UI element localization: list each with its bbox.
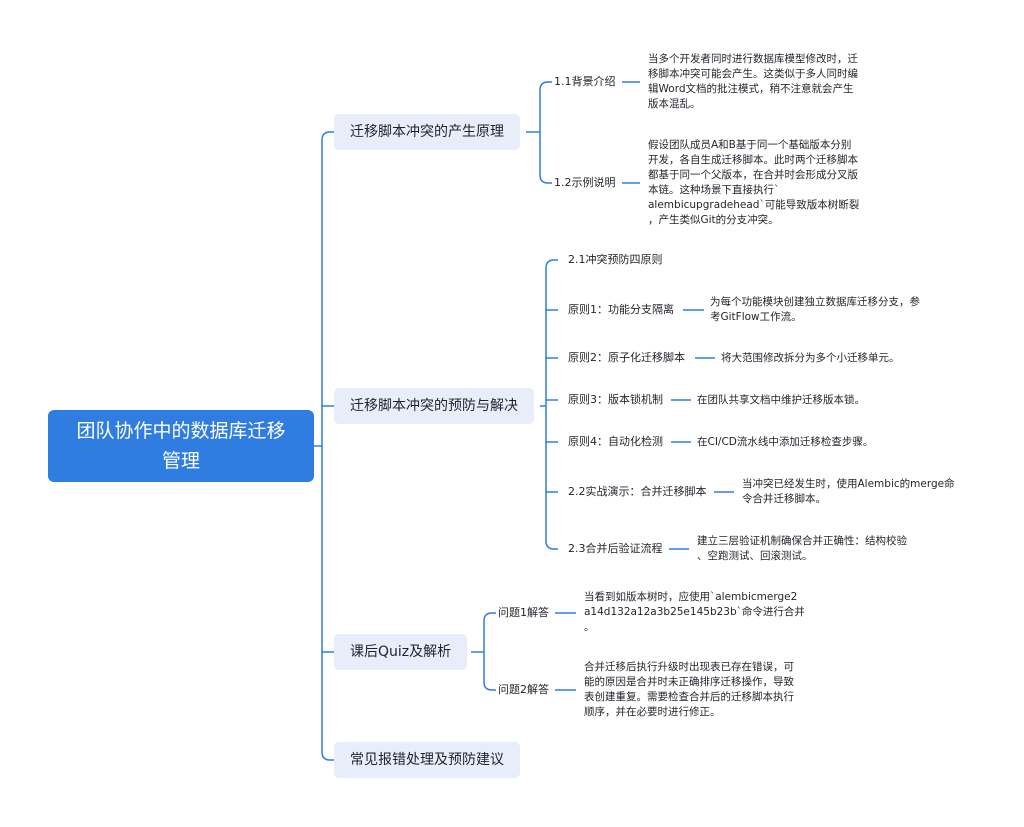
leaf-line: 合并迁移后执行升级时出现表已存在错误，可 <box>584 661 794 673</box>
leaf-line: 当看到如版本树时，应使用`alembicmerge2 <box>584 591 798 603</box>
leaf-line: 考GitFlow工作流。 <box>710 311 802 323</box>
subnode-principle-3[interactable]: 原则3：版本锁机制 <box>568 393 663 406</box>
branch-node-quiz[interactable]: 课后Quiz及解析 <box>334 634 468 670</box>
subnode-principle-4[interactable]: 原则4：自动化检测 <box>568 435 663 448</box>
subnode-question-1[interactable]: 问题1解答 <box>498 606 549 619</box>
leaf-line: 当多个开发者同时进行数据库模型修改时，迁 <box>648 53 858 65</box>
leaf-principle-2-detail: 将大范围修改拆分为多个小迁移单元。 <box>721 351 900 366</box>
leaf-principle-4-detail: 在CI/CD流水线中添加迁移检查步骤。 <box>697 435 873 450</box>
subnode-background-intro[interactable]: 1.1背景介绍 <box>554 75 616 88</box>
subnode-principle-2[interactable]: 原则2：原子化迁移脚本 <box>568 351 685 364</box>
subnode-principle-1[interactable]: 原则1：功能分支隔离 <box>568 303 674 316</box>
subnode-four-principles[interactable]: 2.1冲突预防四原则 <box>568 253 663 266</box>
subnode-example[interactable]: 1.2示例说明 <box>554 176 616 189</box>
leaf-line: 、空跑测试、回滚测试。 <box>697 550 813 562</box>
branch-node-common-errors[interactable]: 常见报错处理及预防建议 <box>334 742 520 778</box>
subnode-question-2[interactable]: 问题2解答 <box>498 683 549 696</box>
root-title-line2: 管理 <box>161 450 200 472</box>
leaf-principle-3-detail: 在团队共享文档中维护迁移版本锁。 <box>697 393 865 408</box>
leaf-line: 在CI/CD流水线中添加迁移检查步骤。 <box>697 436 874 448</box>
leaf-line: 将大范围修改拆分为多个小迁移单元。 <box>721 352 900 364</box>
leaf-example-detail: 假设团队成员A和B基于同一个基础版本分别 开发，各自生成迁移脚本。此时两个迁移脚… <box>648 138 859 228</box>
leaf-line: 当冲突已经发生时，使用Alembic的merge命 <box>742 478 955 490</box>
leaf-line: 辑Word文档的批注模式，稍不注意就会产生 <box>648 83 854 95</box>
branch-node-generation-principle[interactable]: 迁移脚本冲突的产生原理 <box>334 114 520 150</box>
root-title: 团队协作中的数据库迁移 管理 <box>76 416 285 476</box>
leaf-merge-demo-detail: 当冲突已经发生时，使用Alembic的merge命 令合并迁移脚本。 <box>742 477 955 507</box>
leaf-line: ，产生类似Git的分支冲突。 <box>648 214 779 226</box>
leaf-line: 建立三层验证机制确保合并正确性：结构校验 <box>697 535 907 547</box>
leaf-line: 都基于同一个父版本，在合并时会形成分叉版 <box>648 169 858 181</box>
root-node[interactable]: 团队协作中的数据库迁移 管理 <box>48 410 314 482</box>
leaf-question-1-detail: 当看到如版本树时，应使用`alembicmerge2 a14d132a12a3b… <box>584 590 805 635</box>
leaf-line: alembicupgradehead`可能导致版本树断裂 <box>648 199 860 211</box>
leaf-line: 能的原因是合并时未正确排序迁移操作，导致 <box>584 676 794 688</box>
subnode-merge-demo[interactable]: 2.2实战演示：合并迁移脚本 <box>568 485 707 498</box>
leaf-background-detail: 当多个开发者同时进行数据库模型修改时，迁 移脚本冲突可能会产生。这类似于多人同时… <box>648 52 858 112</box>
subnode-verification-flow[interactable]: 2.3合并后验证流程 <box>568 542 663 555</box>
leaf-line: 版本混乱。 <box>648 98 701 110</box>
leaf-verification-detail: 建立三层验证机制确保合并正确性：结构校验 、空跑测试、回滚测试。 <box>697 534 907 564</box>
leaf-line: 本链。这种场景下直接执行` <box>648 184 780 196</box>
leaf-line: 。 <box>584 621 595 633</box>
leaf-line: 顺序，并在必要时进行修正。 <box>584 706 721 718</box>
leaf-line: 表创建重复。需要检查合并后的迁移脚本执行 <box>584 691 794 703</box>
leaf-line: 移脚本冲突可能会产生。这类似于多人同时编 <box>648 68 858 80</box>
leaf-line: 假设团队成员A和B基于同一个基础版本分别 <box>648 139 852 151</box>
leaf-line: a14d132a12a3b25e145b23b`命令进行合并 <box>584 606 805 618</box>
leaf-line: 为每个功能模块创建独立数据库迁移分支，参 <box>710 296 920 308</box>
leaf-line: 开发，各自生成迁移脚本。此时两个迁移脚本 <box>648 154 858 166</box>
leaf-principle-1-detail: 为每个功能模块创建独立数据库迁移分支，参 考GitFlow工作流。 <box>710 295 920 325</box>
root-title-line1: 团队协作中的数据库迁移 <box>76 420 286 442</box>
leaf-line: 在团队共享文档中维护迁移版本锁。 <box>697 394 865 406</box>
leaf-question-2-detail: 合并迁移后执行升级时出现表已存在错误，可 能的原因是合并时未正确排序迁移操作，导… <box>584 660 794 720</box>
branch-node-prevention-resolution[interactable]: 迁移脚本冲突的预防与解决 <box>334 388 534 424</box>
leaf-line: 令合并迁移脚本。 <box>742 493 826 505</box>
